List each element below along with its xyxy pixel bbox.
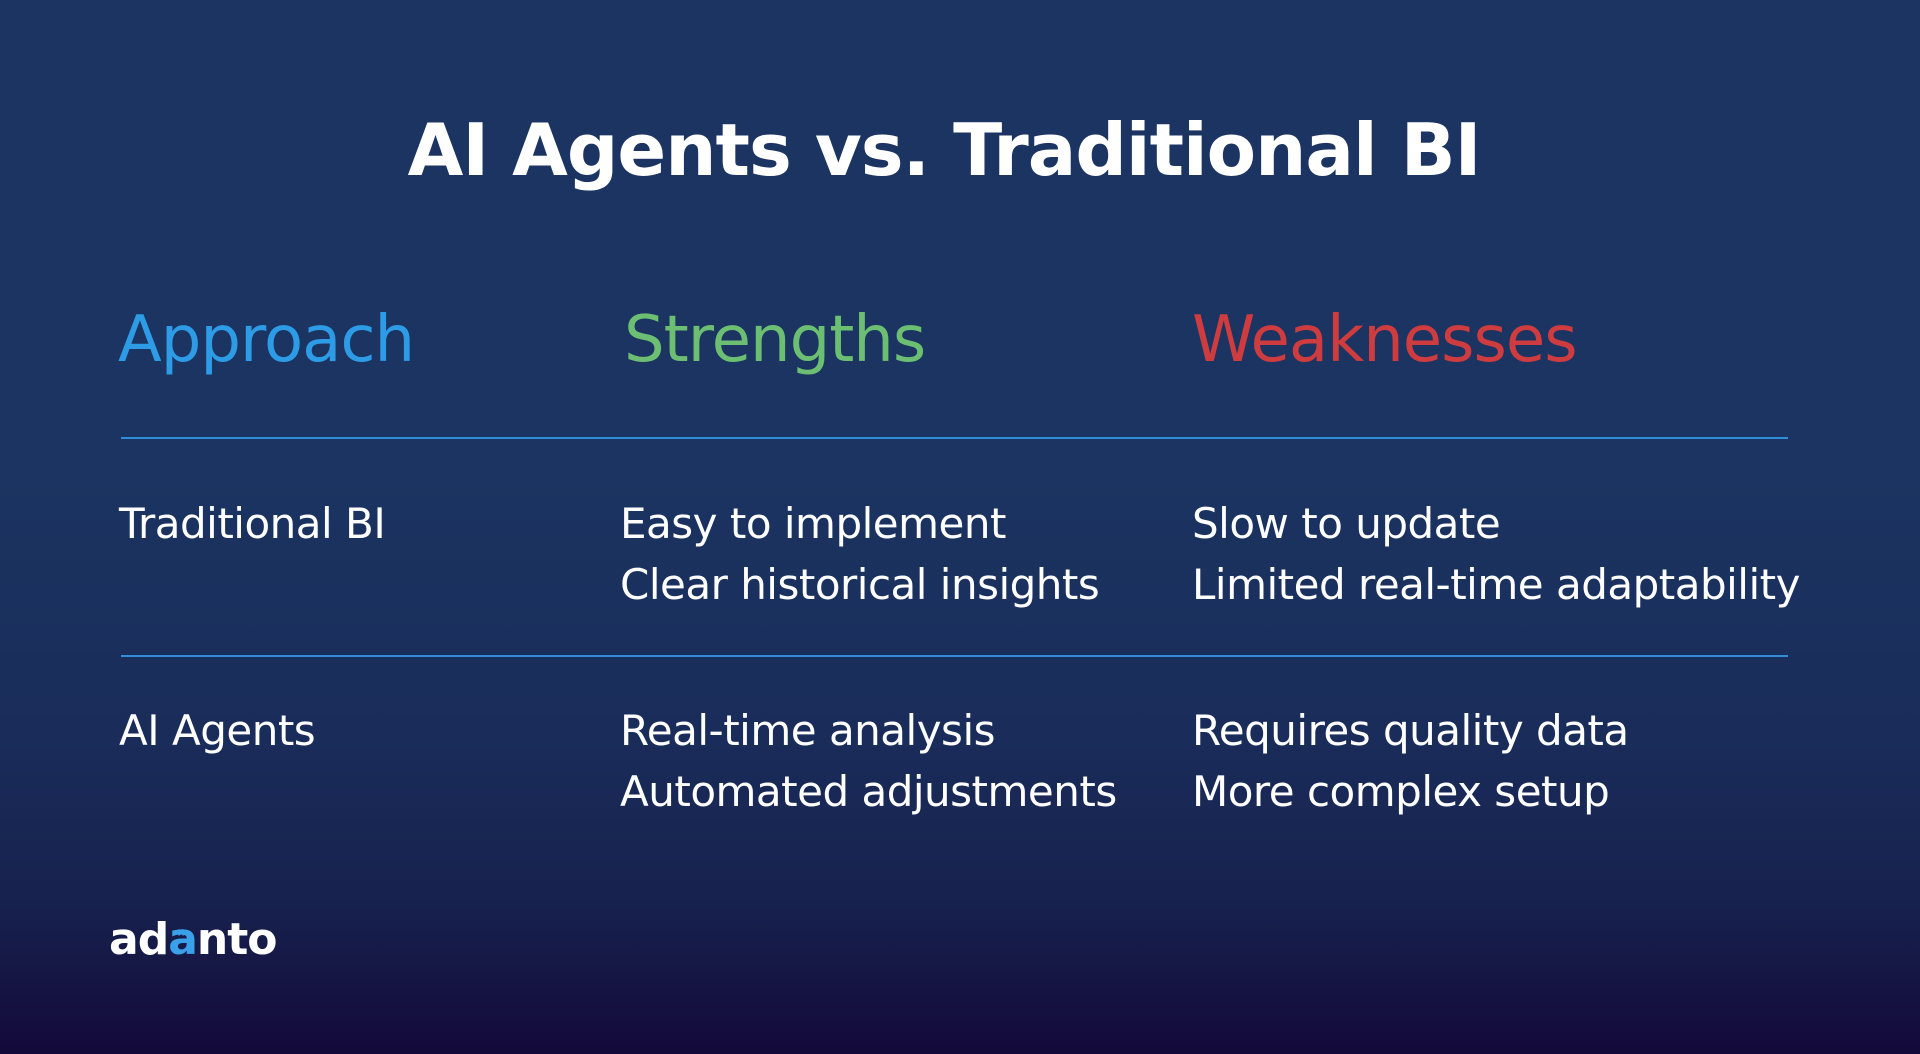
row-traditional-bi-strengths: Easy to implement Clear historical insig…: [620, 493, 1100, 615]
weakness-item: More complex setup: [1192, 767, 1610, 816]
strength-item: Clear historical insights: [620, 560, 1100, 609]
weakness-item: Slow to update: [1192, 499, 1501, 548]
logo-prefix: ad: [109, 914, 169, 965]
play-arrows-icon: ▸▸: [178, 924, 190, 940]
row-ai-agents-approach: AI Agents: [119, 700, 316, 761]
row-ai-agents-weaknesses: Requires quality data More complex setup: [1192, 700, 1629, 822]
weakness-item: Limited real-time adaptability: [1192, 560, 1800, 609]
row-traditional-bi-weaknesses: Slow to update Limited real-time adaptab…: [1192, 493, 1800, 615]
approach-label: AI Agents: [119, 706, 316, 755]
column-header-weaknesses: Weaknesses: [1192, 303, 1578, 377]
row-ai-agents-strengths: Real-time analysis Automated adjustments: [620, 700, 1117, 822]
strength-item: Real-time analysis: [620, 706, 995, 755]
logo-suffix: nto: [196, 914, 278, 965]
divider-row: [121, 655, 1788, 657]
row-traditional-bi-approach: Traditional BI: [119, 493, 386, 554]
weakness-item: Requires quality data: [1192, 706, 1629, 755]
slide-title: AI Agents vs. Traditional BI: [407, 108, 1482, 192]
logo-accent-letter: a: [168, 914, 198, 965]
strength-item: Automated adjustments: [620, 767, 1117, 816]
approach-label: Traditional BI: [119, 499, 386, 548]
column-header-approach: Approach: [118, 303, 415, 377]
strength-item: Easy to implement: [620, 499, 1006, 548]
adanto-logo: ad▸▸anto: [109, 912, 278, 968]
logo-accent: ▸▸a: [168, 914, 198, 965]
column-header-strengths: Strengths: [624, 303, 926, 377]
divider-header: [121, 437, 1788, 439]
